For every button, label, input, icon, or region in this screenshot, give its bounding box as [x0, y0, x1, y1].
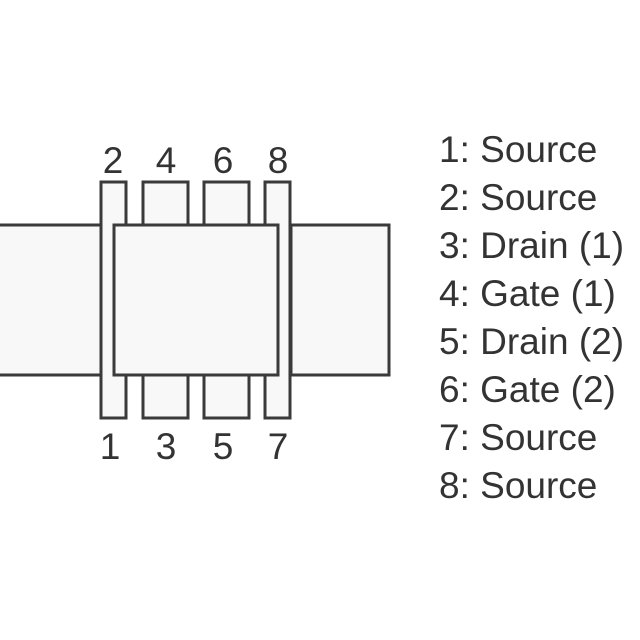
legend-item: 1: Source	[439, 129, 597, 170]
pin-label-3: 3	[156, 426, 177, 467]
legend-item: 8: Source	[439, 465, 597, 506]
legend-item: 4: Gate (1)	[439, 273, 616, 314]
legend-item: 6: Gate (2)	[439, 369, 616, 410]
legend-item: 2: Source	[439, 177, 597, 218]
legend-item: 3: Drain (1)	[439, 225, 624, 266]
legend-item: 7: Source	[439, 417, 597, 458]
pin-label-8: 8	[268, 140, 289, 181]
pin-legend: 1: Source 2: Source 3: Drain (1) 4: Gate…	[439, 129, 624, 506]
pin-label-4: 4	[156, 140, 177, 181]
legend-item: 5: Drain (2)	[439, 321, 624, 362]
package-body	[112, 223, 280, 377]
pin-label-6: 6	[213, 140, 234, 181]
pin-label-7: 7	[268, 426, 289, 467]
pin-label-5: 5	[213, 426, 234, 467]
right-tab	[289, 223, 391, 377]
pin-label-2: 2	[103, 140, 124, 181]
left-tab	[0, 223, 105, 377]
pin-label-1: 1	[100, 426, 121, 467]
